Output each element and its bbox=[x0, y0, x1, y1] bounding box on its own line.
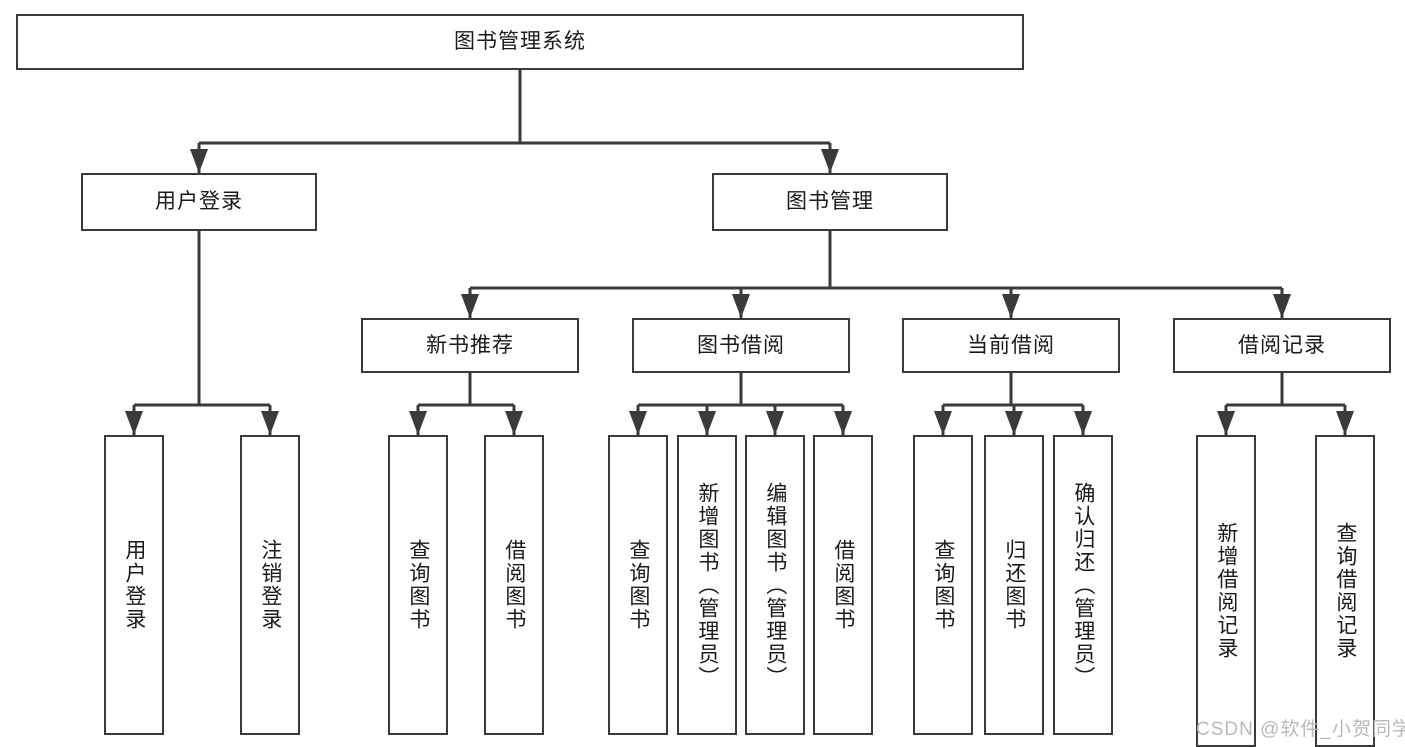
node-label: 借阅记录 bbox=[1238, 333, 1326, 357]
node-leaf-2[interactable]: 注销登录 bbox=[240, 435, 300, 735]
node-label: 查询借阅记录 bbox=[1333, 522, 1357, 660]
node-login[interactable]: 用户登录 bbox=[81, 173, 317, 231]
node-root[interactable]: 图书管理系统 bbox=[16, 14, 1024, 70]
node-label: 归还图书 bbox=[1002, 539, 1026, 631]
node-newbook[interactable]: 新书推荐 bbox=[361, 318, 579, 373]
node-label: 图书管理系统 bbox=[454, 30, 586, 54]
node-current[interactable]: 当前借阅 bbox=[902, 318, 1120, 373]
node-leaf-11[interactable]: 确认归还（管理员） bbox=[1053, 435, 1113, 735]
node-leaf-13[interactable]: 查询借阅记录 bbox=[1315, 435, 1375, 747]
node-label: 图书管理 bbox=[786, 190, 874, 214]
node-leaf-6[interactable]: 新增图书（管理员） bbox=[677, 435, 737, 735]
node-borrow[interactable]: 图书借阅 bbox=[632, 318, 850, 373]
node-leaf-8[interactable]: 借阅图书 bbox=[813, 435, 873, 735]
node-label: 新书推荐 bbox=[426, 333, 514, 357]
node-leaf-5[interactable]: 查询图书 bbox=[608, 435, 668, 735]
node-label: 图书借阅 bbox=[697, 333, 785, 357]
node-label: 确认归还（管理员） bbox=[1071, 481, 1095, 689]
node-label: 用户登录 bbox=[122, 539, 146, 631]
node-leaf-3[interactable]: 查询图书 bbox=[388, 435, 448, 735]
node-leaf-4[interactable]: 借阅图书 bbox=[484, 435, 544, 735]
node-label: 新增图书（管理员） bbox=[695, 481, 719, 689]
node-leaf-10[interactable]: 归还图书 bbox=[984, 435, 1044, 735]
node-leaf-9[interactable]: 查询图书 bbox=[913, 435, 973, 735]
node-leaf-1[interactable]: 用户登录 bbox=[104, 435, 164, 735]
node-label: 借阅图书 bbox=[502, 539, 526, 631]
node-label: 注销登录 bbox=[258, 539, 282, 631]
node-bookmgmt[interactable]: 图书管理 bbox=[712, 173, 948, 231]
node-label: 借阅图书 bbox=[831, 539, 855, 631]
watermark: CSDN @软件_小贺同学 bbox=[1196, 719, 1405, 740]
node-leaf-12[interactable]: 新增借阅记录 bbox=[1196, 435, 1256, 747]
node-label: 编辑图书（管理员） bbox=[763, 481, 787, 689]
node-label: 查询图书 bbox=[406, 539, 430, 631]
node-label: 新增借阅记录 bbox=[1214, 522, 1238, 660]
node-leaf-7[interactable]: 编辑图书（管理员） bbox=[745, 435, 805, 735]
node-label: 查询图书 bbox=[931, 539, 955, 631]
node-label: 当前借阅 bbox=[967, 333, 1055, 357]
node-label: 查询图书 bbox=[626, 539, 650, 631]
node-label: 用户登录 bbox=[155, 190, 243, 214]
node-records[interactable]: 借阅记录 bbox=[1173, 318, 1391, 373]
